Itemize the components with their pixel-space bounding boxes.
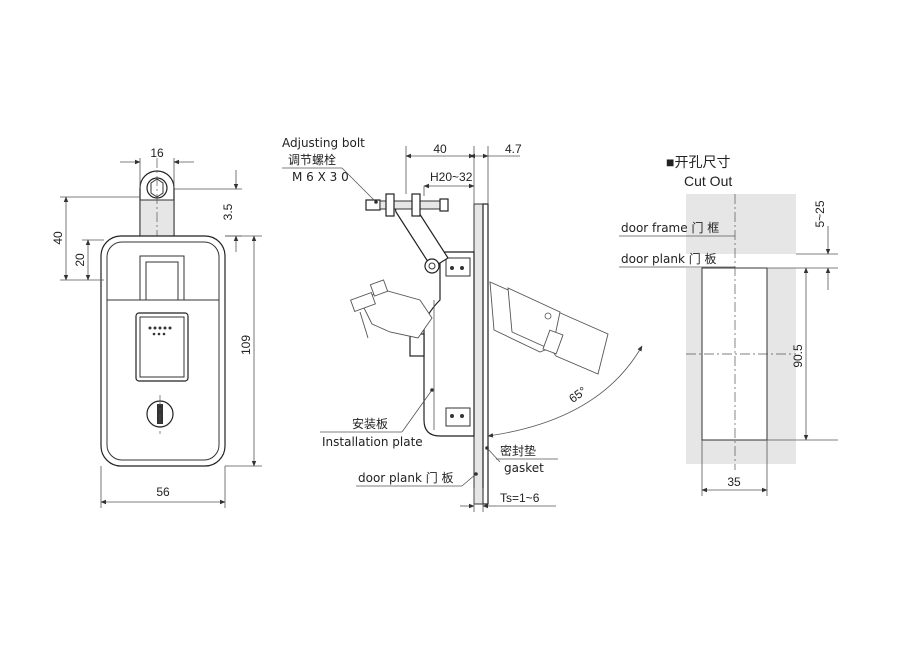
front-dimensions: 16 40 20 3.5 109 56	[51, 146, 262, 508]
adjusting-bolt-label-cn: 调节螺栓	[288, 152, 336, 167]
door-plank-cutout-label: door plank 门 板	[621, 251, 717, 266]
door-frame-area	[686, 194, 796, 254]
front-bolt-lug	[139, 158, 175, 237]
angle-label: 65°	[566, 384, 589, 406]
gasket-label-cn: 密封垫	[500, 443, 536, 458]
adjusting-arm	[393, 201, 449, 269]
adjusting-bolt-label-en: Adjusting bolt	[282, 136, 365, 150]
gasket	[482, 203, 489, 505]
side-view: 65° Adjusting bolt 调节螺栓 M 6 X 3 0 40 4.7…	[282, 136, 643, 512]
cutout-title-en: Cut Out	[684, 173, 732, 189]
front-view: 16 40 20 3.5 109 56	[51, 146, 262, 508]
installation-plate-label-en: Installation plate	[322, 435, 423, 449]
dim-top-width: 16	[150, 146, 164, 160]
rotation-arc	[487, 345, 643, 438]
dim-height-total: 40	[51, 231, 65, 245]
cutout-view: ■开孔尺寸 Cut Out door frame 门 框 door plank …	[619, 154, 838, 496]
front-lock-body	[100, 235, 226, 467]
dim-depth: 40	[433, 142, 447, 156]
dim-cutout-width: 35	[727, 475, 741, 489]
side-lock-body	[423, 251, 475, 437]
dim-cutout-height: 90.5	[791, 344, 805, 368]
dim-ts-range: Ts=1~6	[500, 491, 540, 505]
gasket-label-en: gasket	[504, 461, 544, 475]
door-plank-label: door plank 门 板	[358, 470, 454, 485]
cutout-title-cn: ■开孔尺寸	[666, 154, 730, 170]
dim-flange: 4.7	[505, 142, 522, 156]
adjusting-bolt-spec: M 6 X 3 0	[292, 170, 349, 184]
adjusting-bolt	[365, 193, 449, 217]
door-frame-label: door frame 门 框	[621, 220, 719, 235]
installation-plate-label-cn: 安装板	[352, 416, 388, 431]
front-handle	[135, 312, 189, 382]
dim-body-upper: 20	[73, 253, 87, 267]
dim-bolt-offset: 3.5	[221, 203, 235, 220]
dim-gap: 5~25	[813, 200, 827, 227]
dim-body-width: 56	[156, 485, 170, 499]
door-plank	[473, 203, 484, 505]
dim-h-range: H20~32	[430, 170, 473, 184]
dim-body-height: 109	[239, 335, 253, 355]
